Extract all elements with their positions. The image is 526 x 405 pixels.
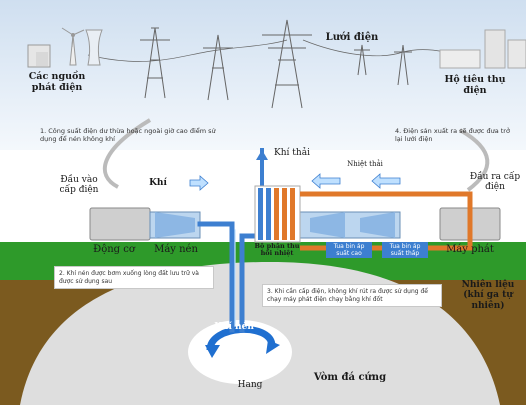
turbine-lp-label: Tua bin áp suất thấp <box>382 242 428 259</box>
output-cable <box>459 128 490 192</box>
exhaust-arrow-icon <box>256 150 268 160</box>
recuperator-label: Bộ phận thu hồi nhiệt <box>254 242 300 258</box>
waste-heat-arrows-icon <box>189 173 401 191</box>
note-4: 4. Điện sản xuất ra sẽ được đưa trở lại … <box>395 127 510 143</box>
note-1: 1. Công suất điện dư thừa hoặc ngoài giờ… <box>40 127 216 143</box>
air-label: Khí <box>149 178 167 188</box>
fuel-label: Nhiên liệu (khí ga tự nhiên) <box>461 280 515 311</box>
exhaust-label: Khí thải <box>274 148 310 158</box>
motor-unit <box>89 207 151 241</box>
turbine-hp-label: Tua bin áp suất cao <box>326 242 372 259</box>
input-cable <box>102 118 152 189</box>
consumers-label: Hộ tiêu thụ điện <box>444 74 506 96</box>
consumer-buildings-icon <box>439 29 526 69</box>
motor-label: Động cơ <box>93 244 135 255</box>
cavern-label: Hang <box>237 380 263 390</box>
input-label: Đầu vào cấp điện <box>59 175 99 196</box>
bedrock-label: Vòm đá cứng <box>313 372 387 383</box>
recuperator-unit <box>254 185 301 243</box>
sources-label: Các nguồn phát điện <box>28 71 86 93</box>
sky-band <box>0 0 526 150</box>
power-plant-icon <box>27 27 103 68</box>
compressed-air-label: Khí nén <box>214 322 254 332</box>
generator-label: Máy phát <box>446 244 494 255</box>
note-2: 2. Khí nén được bơm xuống lòng đất lưu t… <box>54 266 214 289</box>
output-label: Đầu ra cấp điện <box>469 172 521 193</box>
transmission-towers <box>87 19 481 109</box>
compressor-label: Máy nén <box>154 244 198 255</box>
grid-title: Lưới điện <box>325 32 379 43</box>
waste-heat-label: Nhiệt thải <box>347 160 383 168</box>
note-3: 3. Khi cần cấp điện, không khí rút ra đư… <box>262 284 442 307</box>
